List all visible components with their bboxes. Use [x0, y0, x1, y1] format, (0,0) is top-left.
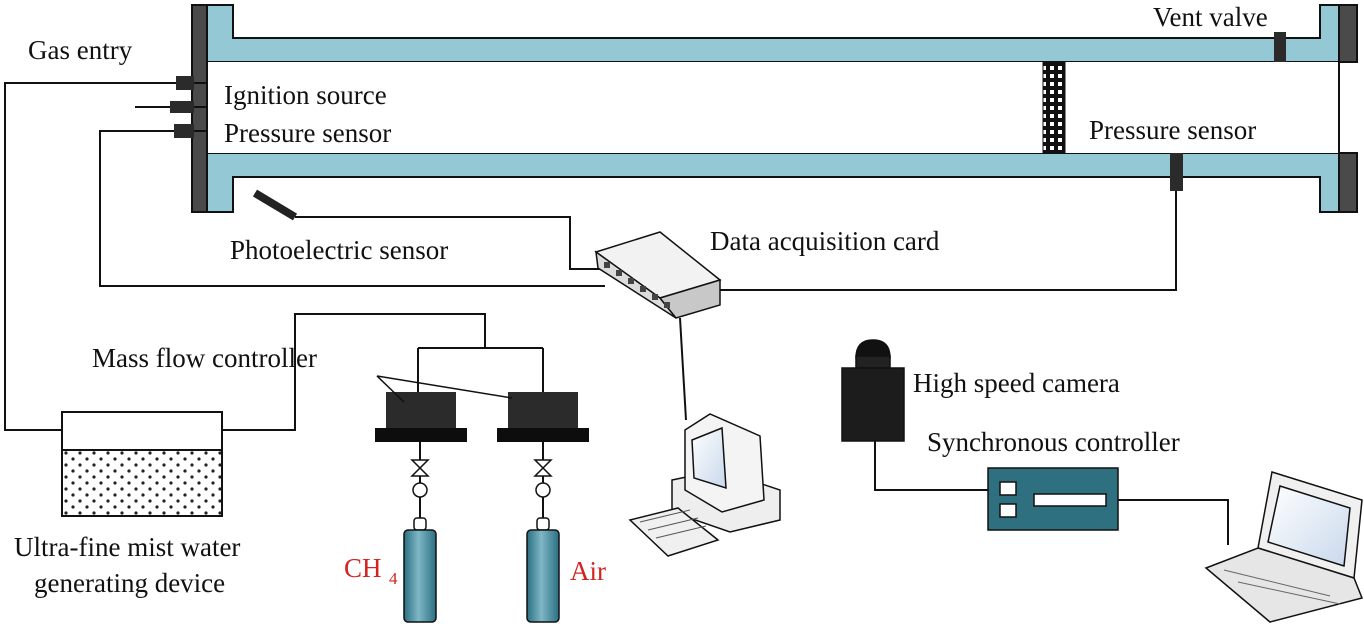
pressure-sensor-right	[1170, 153, 1183, 191]
label-mist-device-line1: Ultra-fine mist water	[14, 532, 240, 562]
wiring	[4, 82, 1229, 545]
pressure-sensor-left	[174, 124, 194, 138]
label-pressure-sensor-right: Pressure sensor	[1089, 115, 1256, 145]
gas-entry-port	[176, 76, 194, 90]
mist-water-device	[61, 411, 223, 517]
label-data-acquisition-card: Data acquisition card	[710, 226, 940, 256]
label-synchronous-controller: Synchronous controller	[927, 427, 1180, 457]
mesh-obstacle	[1042, 61, 1066, 154]
label-ignition-source: Ignition source	[224, 80, 387, 110]
label-mist-device-line2: generating device	[34, 568, 225, 598]
left-flange	[191, 4, 208, 213]
photoelectric-sensor	[252, 189, 298, 221]
label-mass-flow-controller: Mass flow controller	[92, 343, 317, 373]
gas-cylinder-icon	[403, 517, 560, 623]
label-ch4: CH	[344, 553, 382, 583]
vent-valve	[1274, 32, 1286, 62]
label-high-speed-camera: High speed camera	[913, 368, 1120, 398]
label-ch4-subscript: 4	[389, 569, 398, 588]
mass-flow-controller-ch4	[375, 392, 467, 442]
ignition-port	[170, 101, 194, 113]
explosion-duct	[135, 4, 1358, 213]
label-air: Air	[570, 556, 606, 586]
label-pressure-sensor-left: Pressure sensor	[224, 118, 391, 148]
label-gas-entry: Gas entry	[28, 35, 133, 65]
camera-icon	[841, 339, 905, 442]
label-photoelectric-sensor: Photoelectric sensor	[230, 235, 448, 265]
synchronous-controller	[987, 467, 1119, 531]
valve-icon	[410, 459, 553, 498]
computer-icon	[628, 413, 781, 557]
laptop-icon	[1204, 471, 1364, 623]
label-vent-valve: Vent valve	[1153, 2, 1268, 32]
data-acquisition-card	[594, 231, 722, 319]
mass-flow-controller-air	[497, 392, 589, 442]
mfc-pointer-lines	[376, 375, 513, 403]
